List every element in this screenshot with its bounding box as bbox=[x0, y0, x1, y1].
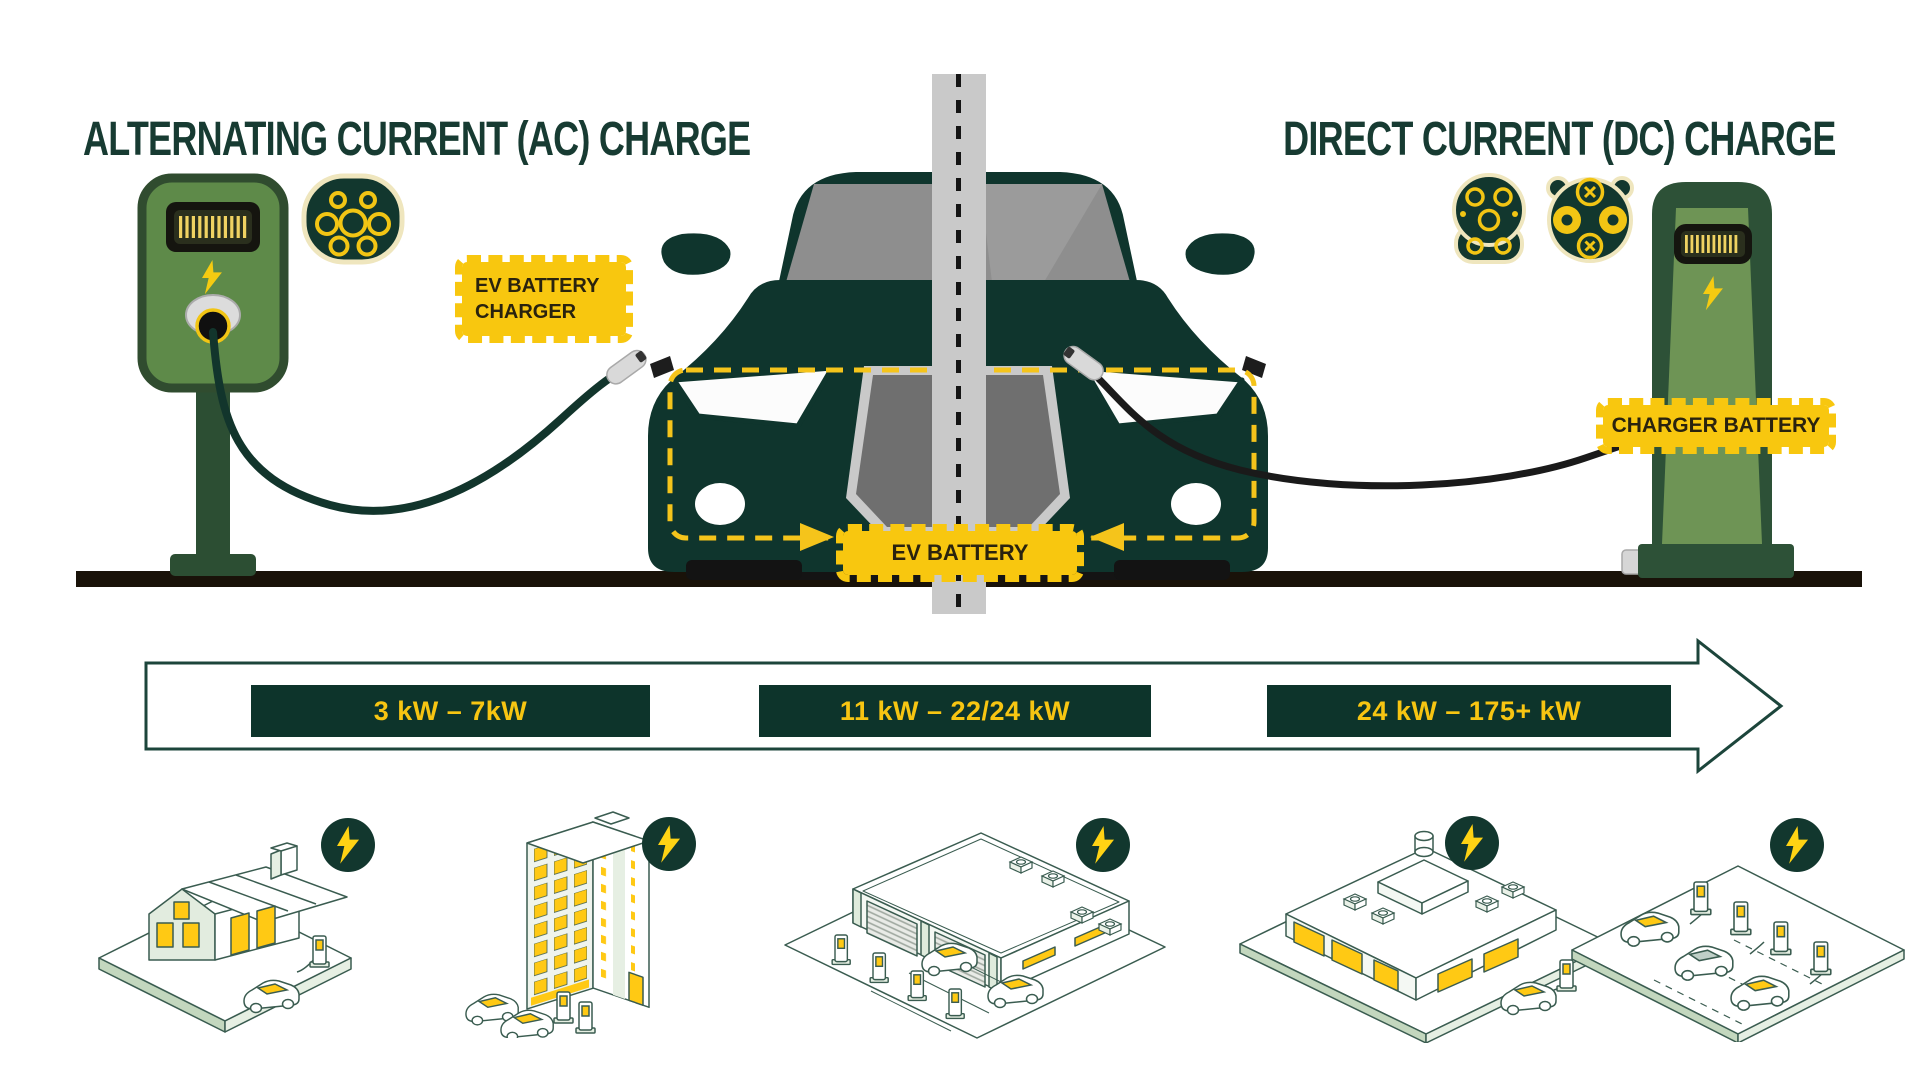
power-range-1-text: 3 kW – 7kW bbox=[373, 695, 528, 726]
lightning-badge-office bbox=[1445, 816, 1499, 870]
ev-battery-charger-label: EV BATTERY CHARGER bbox=[455, 255, 633, 343]
ac-charger-illustration bbox=[137, 173, 289, 576]
charger-battery-text: CHARGER BATTERY bbox=[1611, 414, 1821, 437]
ac-socket bbox=[195, 308, 231, 344]
lightning-bolt-icon bbox=[1445, 816, 1499, 870]
power-range-3-text: 24 kW – 175+ kW bbox=[1356, 695, 1582, 726]
lightning-bolt-icon bbox=[321, 818, 375, 872]
chademo-plug-icon bbox=[1452, 173, 1526, 264]
ev-battery-charger-text: EV BATTERY CHARGER bbox=[475, 275, 600, 323]
lightning-bolt-icon bbox=[642, 817, 696, 871]
lightning-badge-depot bbox=[1076, 818, 1130, 872]
office-building-illustration bbox=[1239, 830, 1613, 1043]
divider-dashed-line bbox=[956, 74, 961, 614]
lightning-bolt-icon bbox=[1770, 818, 1824, 872]
lightning-badge-home bbox=[321, 818, 375, 872]
apartment-tower-illustration bbox=[465, 811, 650, 1038]
house-illustration bbox=[98, 842, 352, 1033]
lightning-bolt-icon bbox=[1076, 818, 1130, 872]
power-range-box-2: 11 kW – 22/24 kW bbox=[759, 685, 1151, 737]
arrow-left-icon bbox=[1090, 523, 1124, 551]
power-range-box-3: 24 kW – 175+ kW bbox=[1267, 685, 1671, 737]
lightning-badge-plaza bbox=[1770, 818, 1824, 872]
ac-charge-title: ALTERNATING CURRENT (AC) CHARGE bbox=[83, 113, 751, 167]
power-range-2-text: 11 kW – 22/24 kW bbox=[839, 695, 1071, 726]
dc-charger-illustration bbox=[1621, 182, 1794, 578]
depot-illustration bbox=[784, 832, 1166, 1039]
power-range-box-1: 3 kW – 7kW bbox=[251, 685, 650, 737]
left-charge-port bbox=[650, 356, 674, 378]
charging-plaza-illustration bbox=[1571, 865, 1905, 1042]
arrow-right-icon bbox=[800, 523, 834, 551]
ccs-plug-icon bbox=[1546, 176, 1634, 263]
lightning-badge-apartment bbox=[642, 817, 696, 871]
ev-battery-text: EV BATTERY bbox=[891, 540, 1029, 565]
dc-charge-title: DIRECT CURRENT (DC) CHARGE bbox=[1283, 113, 1837, 167]
ev-battery-label: EV BATTERY bbox=[836, 524, 1084, 582]
type2-plug-icon bbox=[301, 173, 405, 265]
charger-battery-label: CHARGER BATTERY bbox=[1596, 398, 1836, 454]
